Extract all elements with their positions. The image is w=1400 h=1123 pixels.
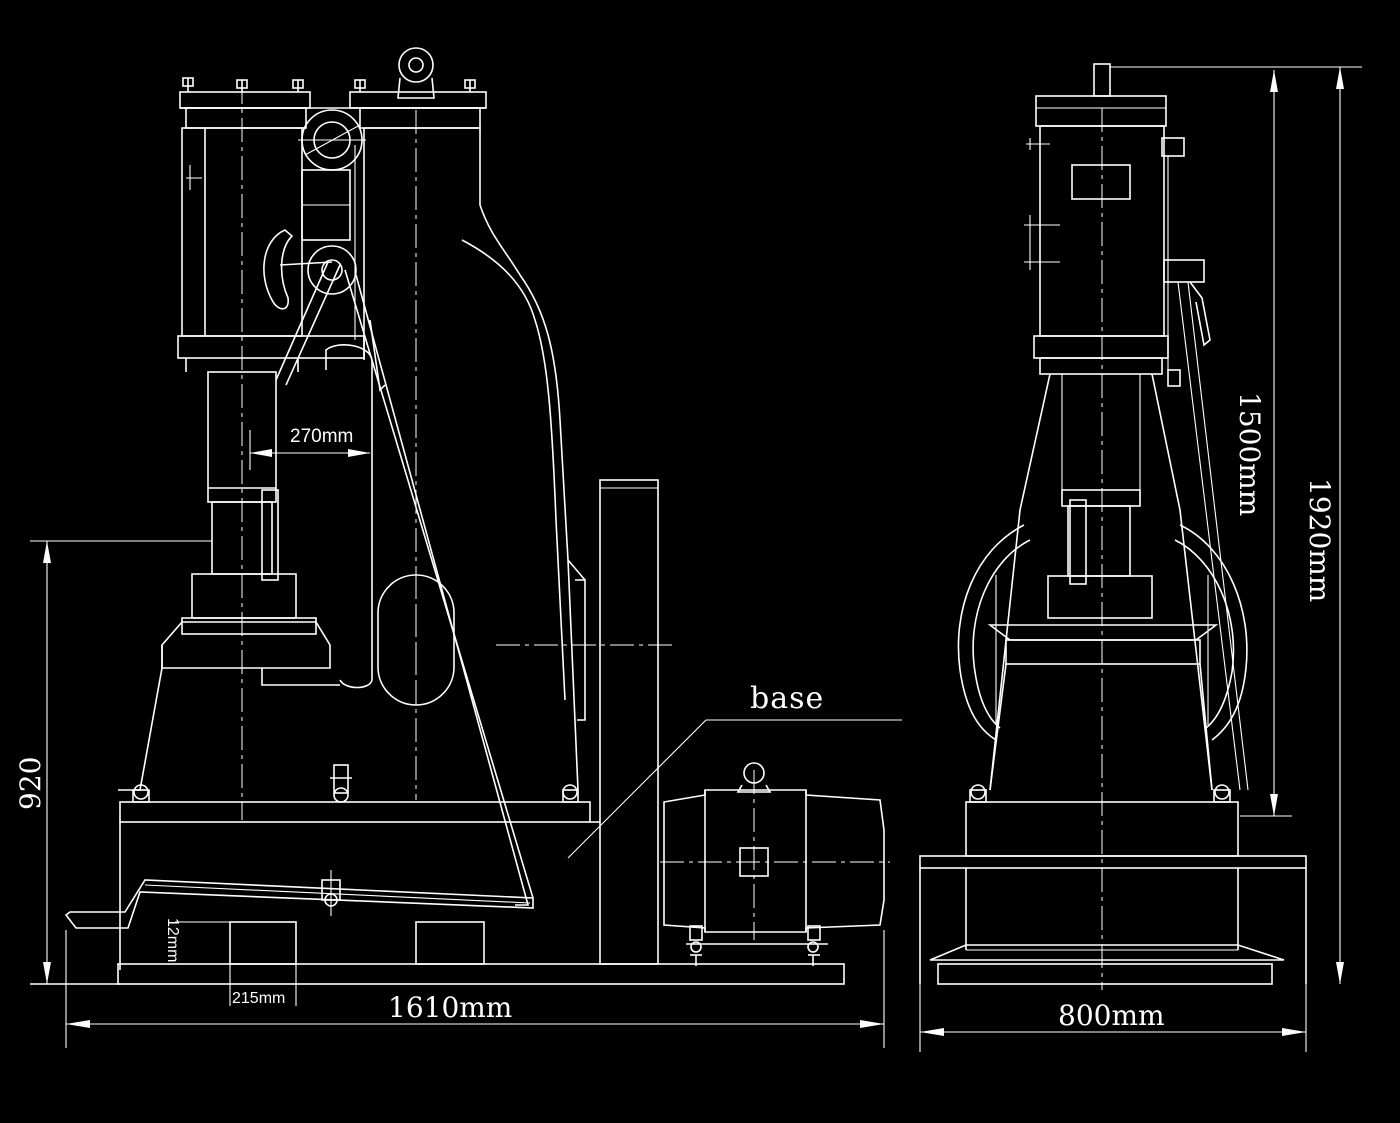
pedal-width-label: 215mm bbox=[232, 990, 285, 1007]
dim-column-height: 1500mm bbox=[1233, 70, 1292, 817]
total-width-label: 800mm bbox=[1058, 999, 1165, 1032]
dim-working-height: 920 bbox=[14, 540, 212, 984]
side-view: base 270mm 920 12mm 215mm bbox=[14, 47, 902, 1048]
dim-total-width: 800mm bbox=[919, 984, 1307, 1052]
working-height-label: 920 bbox=[14, 757, 47, 810]
flywheel bbox=[496, 479, 676, 965]
column-height-label: 1500mm bbox=[1233, 392, 1266, 516]
front-column bbox=[987, 373, 1219, 791]
base-label: base bbox=[750, 681, 824, 716]
anvil bbox=[118, 645, 591, 970]
front-cylinder-top bbox=[1024, 63, 1169, 375]
base-blocks bbox=[30, 921, 845, 985]
dim-total-height: 1920mm bbox=[1110, 66, 1362, 984]
side-center-lines bbox=[241, 80, 417, 820]
front-flywheel bbox=[957, 524, 1248, 741]
motor bbox=[660, 762, 890, 966]
cylinder-body bbox=[177, 109, 366, 372]
base-callout: base bbox=[567, 681, 902, 859]
ram bbox=[161, 371, 340, 686]
front-view: 1500mm 1920mm 800mm bbox=[919, 63, 1362, 1052]
total-length-label: 1610mm bbox=[388, 991, 512, 1024]
total-height-label: 1920mm bbox=[1303, 478, 1336, 602]
dim-pedal-width: 215mm bbox=[229, 964, 297, 1007]
dim-pedal-height: 12mm bbox=[164, 918, 232, 965]
frame-column bbox=[325, 127, 586, 803]
foot-pedal bbox=[64, 870, 534, 929]
cylinder-top bbox=[179, 47, 487, 129]
throat-depth-label: 270mm bbox=[290, 426, 353, 447]
pedal-height-label: 12mm bbox=[164, 918, 181, 962]
front-base bbox=[919, 784, 1307, 985]
linkage-rods bbox=[275, 261, 534, 906]
dim-throat-depth: 270mm bbox=[249, 426, 370, 470]
dim-total-length: 1610mm bbox=[65, 930, 885, 1048]
